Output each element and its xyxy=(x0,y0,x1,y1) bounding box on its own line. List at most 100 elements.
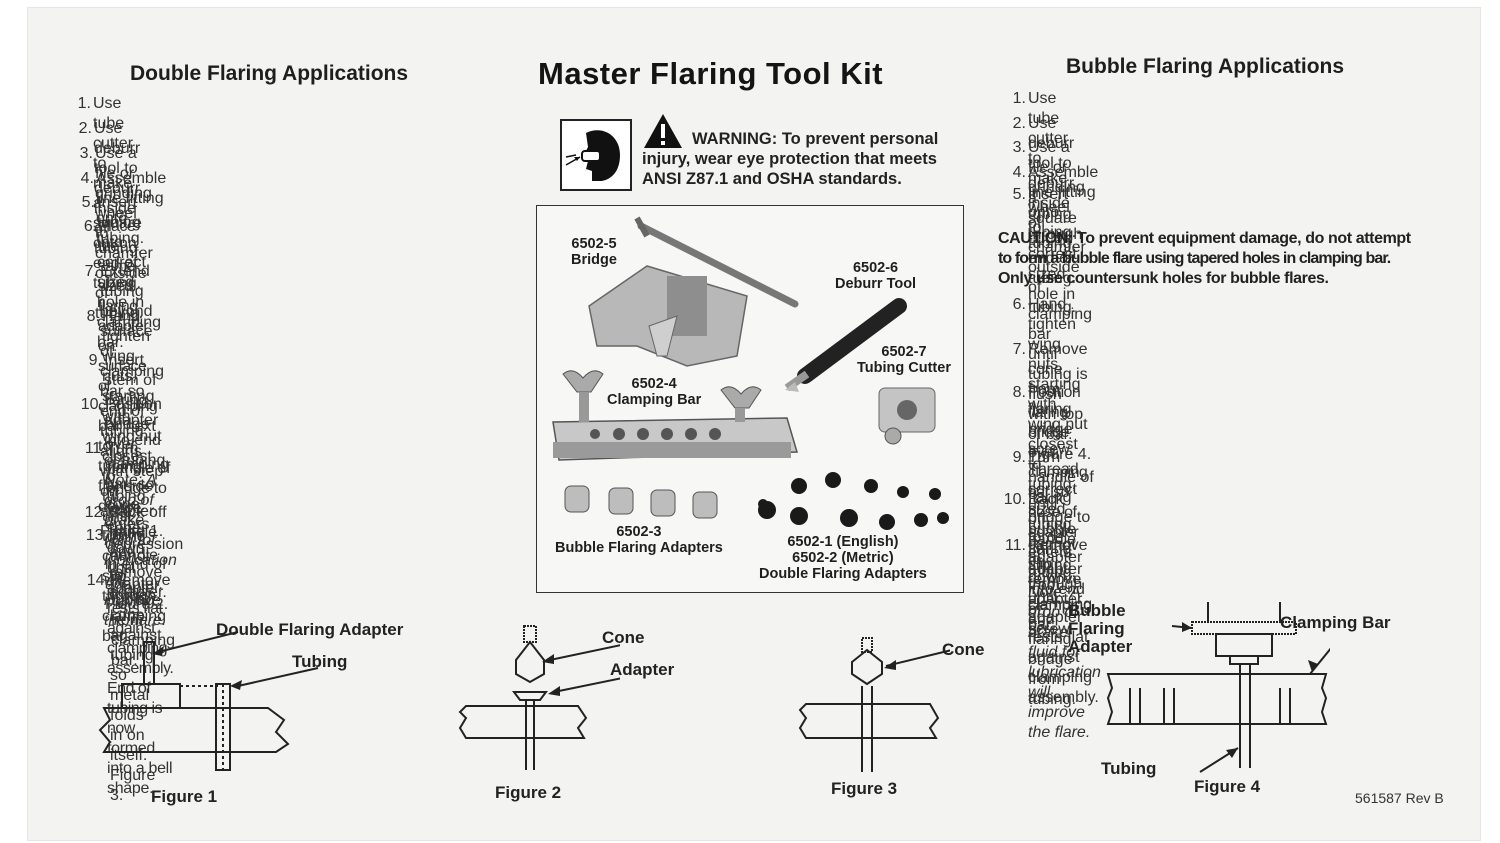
step-text: tubing. xyxy=(1028,691,1077,708)
caution-line: CAUTION: To prevent equipment damage, do… xyxy=(998,230,1411,247)
fig3-label-cone: Cone xyxy=(942,640,985,659)
step-number: 7. xyxy=(1012,341,1026,358)
step-number: 11. xyxy=(1004,537,1026,554)
caution-line: to form a bubble flare using tapered hol… xyxy=(998,250,1391,267)
fig2-label-adapter: Adapter xyxy=(610,660,675,679)
tubing-cutter xyxy=(878,387,936,445)
fig1-label-adapter: Double Flaring Adapter xyxy=(216,620,404,639)
bridge-tool xyxy=(588,216,799,367)
step-number: 12. xyxy=(84,504,107,521)
step-number: 2. xyxy=(1012,115,1026,132)
step-text: Insert tubing into correct sized hole in… xyxy=(97,194,162,351)
part-name: Clamping Bar xyxy=(607,392,702,408)
step-text: Remove tubing from clamping bar. xyxy=(111,572,176,669)
figure-3-diagram xyxy=(798,637,950,772)
part-name: Deburr Tool xyxy=(835,276,917,292)
step-number: 14. xyxy=(86,572,109,589)
step-text: Insert tubing through correct sized hole… xyxy=(1028,186,1093,343)
step-text: Insert stem of flaring adapter into end … xyxy=(104,352,170,469)
part-number: 6502-7 xyxy=(881,344,927,360)
step-number: 8. xyxy=(1012,384,1026,401)
step-number: 6. xyxy=(1012,296,1026,313)
clamping-bar xyxy=(552,370,798,461)
part-number: 6502-3 xyxy=(616,524,662,540)
part-name: Bubble Flaring Adapters xyxy=(555,540,723,556)
caution-line: Only use countersunk holes for bubble fl… xyxy=(998,270,1329,287)
step-note: drop of brake fluid for lubrication will… xyxy=(104,492,177,629)
step-number: 5. xyxy=(81,194,95,211)
eye-protection-icon xyxy=(560,119,632,191)
label-line: Flaring xyxy=(1068,619,1125,638)
double-flaring-adapters xyxy=(758,472,949,530)
figure-3-caption: Figure 3 xyxy=(831,779,898,798)
step-number: 7. xyxy=(84,263,98,280)
step-text: Assemble line fitting onto tubing. xyxy=(1028,164,1099,241)
deburr-tool xyxy=(784,298,907,392)
step-text: Position flaring bridge over clamping ba… xyxy=(1028,384,1088,541)
double-step-2: 2.Use deburr tool to deburr inside of tu… xyxy=(79,119,142,259)
part-name: Bridge xyxy=(571,252,617,268)
double-step-4: 4.Assemble line fitting onto tubing. xyxy=(81,169,167,249)
step-text: Back off handle to remove adapter and fl… xyxy=(1028,491,1083,688)
step-text: Back off handle and remove adapter. xyxy=(109,504,167,601)
bubble-step-2: 2.Use deburr tool to deburr inside of tu… xyxy=(1013,114,1077,254)
step-text: Hand tighten wing nuts, starting with wi… xyxy=(1028,296,1088,473)
step-text: tubing, until tubing cannot slip through… xyxy=(1028,476,1093,633)
step-text: sized bubble flaring adapter into end of… xyxy=(1028,501,1085,638)
double-flaring-heading: Double Flaring Applications xyxy=(130,62,409,85)
fig4-label-clamping-bar: Clamping Bar xyxy=(1280,613,1391,632)
bubble-step-5: 5.Insert tubing through correct sized ho… xyxy=(1013,185,1093,465)
figure-4-caption: Figure 4 xyxy=(1194,777,1261,796)
part-number: 6502-4 xyxy=(631,376,677,392)
step-text: Use a file or grinding wheel to chamfer … xyxy=(95,145,153,322)
step-number: 4. xyxy=(80,170,94,187)
bubble-step-1: 1.Use tube cutter to make a square cut o… xyxy=(1013,89,1077,289)
step-text: Use tube cutter to make a square cut on … xyxy=(93,95,142,292)
step-text: Place the same sized flaring adapter on … xyxy=(98,218,158,415)
double-step-3: 3.Use a file or grinding wheel to chamfe… xyxy=(80,144,153,324)
warning-line-1: WARNING: To prevent personal xyxy=(692,130,939,148)
step-text: Remove cone from flaring bridge screw. T… xyxy=(1028,341,1088,498)
double-step-12: 12.Back off handle and remove adapter. xyxy=(85,503,167,603)
step-note: Note: A drop of brake fluid for lubricat… xyxy=(1028,584,1101,681)
step-number: 2. xyxy=(78,120,92,137)
step-number: 5. xyxy=(1012,186,1026,203)
step-number: 11. xyxy=(84,440,105,457)
warning-line-2: injury, wear eye protection that meets xyxy=(642,150,937,168)
step-text: depression in end of adapter. Figure 2. xyxy=(105,536,184,613)
bubble-step-4: 4.Assemble line fitting onto tubing. xyxy=(1013,163,1099,243)
step-text: Use a file or grinding wheel to chamfer … xyxy=(1028,139,1086,316)
figure-1-caption: Figure 1 xyxy=(151,787,218,806)
warning-triangle-icon xyxy=(642,112,684,155)
double-step-10: 10.Position bridge over clamping bar so … xyxy=(81,395,184,615)
step-number: 10. xyxy=(80,396,103,413)
double-step-1: 1.Use tube cutter to make a square cut o… xyxy=(78,94,142,294)
step-text: Use deburr tool to deburr inside of tubi… xyxy=(1028,115,1077,252)
double-step-14: 14.Remove tubing from clamping bar. xyxy=(87,571,176,671)
step-text: Position bridge over clamping bar so con… xyxy=(105,396,170,533)
step-text: enters tubing. xyxy=(1028,544,1077,581)
step-text: bar next to tubing, flat side down. xyxy=(98,418,156,515)
fig2-label-cone: Cone xyxy=(602,628,645,647)
step-text: Remove tubing from clamping bar. xyxy=(1028,537,1093,634)
step-note: Note: A xyxy=(104,472,157,489)
step-number: 13. xyxy=(85,527,108,544)
step-text: Use tube cutter to make a square cut on … xyxy=(1028,90,1077,287)
bubble-step-7: 7.Remove cone from flaring bridge screw.… xyxy=(1013,340,1088,640)
bubble-flaring-heading: Bubble Flaring Applications xyxy=(1066,55,1345,78)
step-number: 3. xyxy=(1012,139,1026,156)
double-step-7: 7.Extend tubing beyond surface of clampi… xyxy=(85,262,164,542)
part-number: 6502-6 xyxy=(852,260,899,276)
figure-2-diagram xyxy=(458,625,620,770)
step-number: 8. xyxy=(86,308,100,325)
fig4-label-bubble-adapter: Bubble Flaring Adapter xyxy=(1068,602,1132,656)
double-adapters-label: 6502-1 (English)6502-2 (Metric)Double Fl… xyxy=(759,534,927,582)
step-text: Hand tighten wing nuts, starting with wi… xyxy=(102,308,162,485)
label-line: Adapter xyxy=(1068,637,1133,656)
fig1-label-tubing: Tubing xyxy=(292,652,348,671)
part-number: 6502-5 xyxy=(571,236,617,252)
caution-text: CAUTION: To prevent equipment damage, do… xyxy=(998,229,1411,289)
step-text: tubing, until tubing cannot slip through… xyxy=(102,488,167,645)
